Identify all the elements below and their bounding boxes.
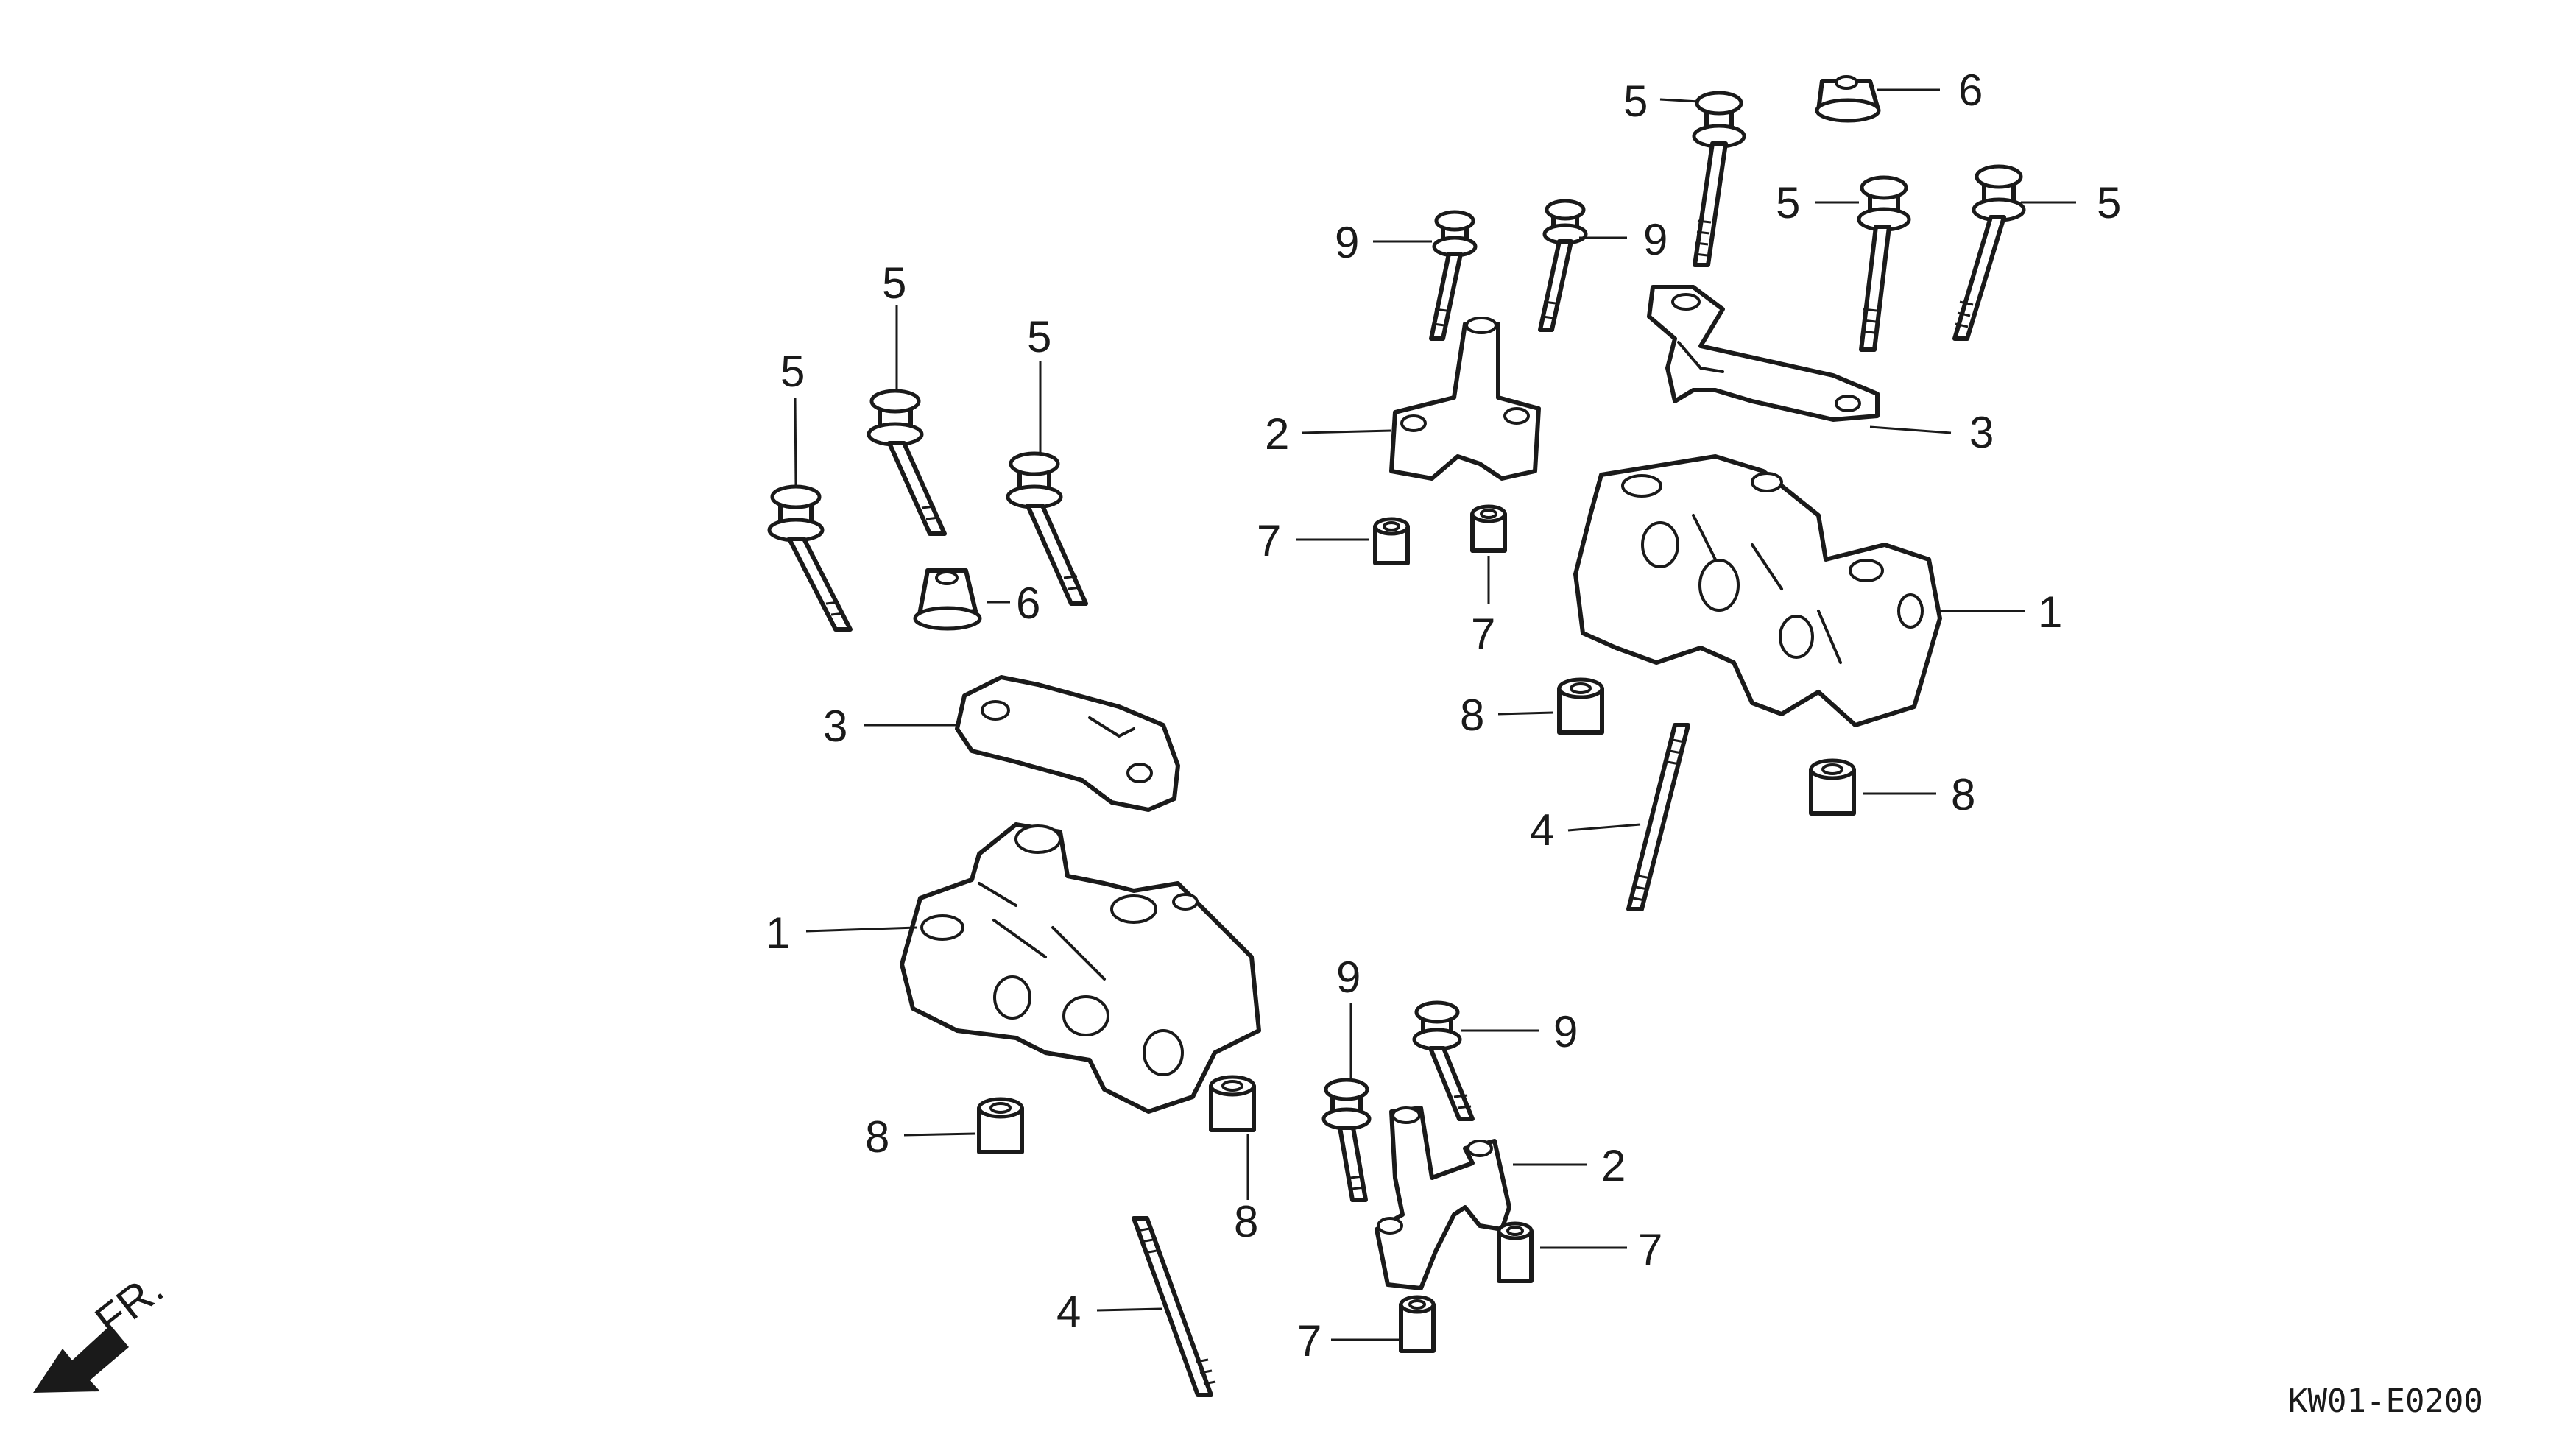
- flange-bolt-left-a: [767, 484, 853, 632]
- callout-lower-seven-a: 7: [1638, 1225, 1662, 1274]
- stud-bolt-right: [1626, 723, 1690, 911]
- callout-right-five-b: 5: [1776, 178, 1800, 227]
- callout-lower-seven-b: 7: [1297, 1316, 1321, 1366]
- flange-nut-left: [913, 568, 982, 631]
- flange-bolt-nine-lower-b: [1412, 1000, 1475, 1121]
- rocker-shaft-holder-right: [1389, 317, 1541, 481]
- callout-right-five-c: 5: [2097, 178, 2121, 227]
- valve-guide-plate-right: [1647, 285, 1880, 422]
- flange-bolt-right-b: [1857, 175, 1911, 352]
- callout-left-eight-b: 8: [1234, 1197, 1258, 1246]
- callout-lower-nine-b: 9: [1553, 1007, 1578, 1056]
- front-direction-label: FR.: [86, 1263, 172, 1346]
- dowel-pin-right-b: [1470, 504, 1507, 553]
- callout-right-three: 3: [1969, 408, 1994, 457]
- flange-bolt-nine-lower-a: [1321, 1078, 1372, 1202]
- callout-left-eight-a: 8: [865, 1112, 889, 1162]
- dowel-pin-right-a: [1373, 517, 1410, 565]
- dowel-sleeve-left-b: [1209, 1075, 1256, 1132]
- flange-bolt-nine-right-b: [1538, 199, 1588, 332]
- callout-right-one: 1: [2038, 587, 2062, 637]
- callout-lower-nine-a: 9: [1336, 953, 1361, 1002]
- flange-bolt-nine-right-a: [1429, 210, 1478, 341]
- callout-right-nine-b: 9: [1643, 215, 1668, 264]
- callout-right-eight-b: 8: [1951, 770, 1975, 819]
- callout-right-seven-a: 7: [1257, 516, 1281, 565]
- dowel-sleeve-right-b: [1809, 758, 1856, 816]
- callout-right-eight-a: 8: [1460, 690, 1484, 740]
- front-direction-arrow: FR.: [33, 1263, 172, 1393]
- flange-bolt-right-c: [1952, 164, 2026, 341]
- flange-bolt-right-a: [1692, 91, 1746, 267]
- callout-left-six: 6: [1016, 579, 1040, 628]
- callout-left-three: 3: [823, 702, 847, 751]
- callout-right-four: 4: [1530, 805, 1554, 855]
- dowel-sleeve-right-a: [1557, 677, 1604, 735]
- dowel-pin-lower-a: [1497, 1221, 1534, 1283]
- callout-lower-two: 2: [1601, 1141, 1626, 1190]
- rocker-arm-holder-left: [900, 822, 1261, 1114]
- dowel-pin-lower-b: [1399, 1295, 1436, 1353]
- rocker-arm-holder-right: [1573, 454, 1942, 727]
- flange-nut-right: [1815, 75, 1881, 123]
- callout-right-seven-b: 7: [1471, 610, 1495, 659]
- callout-left-five-a: 5: [780, 347, 805, 396]
- callout-left-four: 4: [1056, 1287, 1081, 1336]
- flange-bolt-left-b: [867, 389, 947, 536]
- rocker-shaft-holder-lower: [1375, 1106, 1511, 1290]
- callout-left-five-b: 5: [882, 258, 906, 308]
- drawing-code: KW01-E0200: [2288, 1382, 2483, 1420]
- callout-right-two: 2: [1265, 409, 1289, 459]
- stud-bolt-left: [1132, 1216, 1216, 1397]
- callout-right-six: 6: [1958, 66, 1983, 115]
- callout-left-one: 1: [766, 908, 790, 958]
- leader-lines: [794, 88, 2076, 1341]
- callout-right-nine-a: 9: [1335, 218, 1359, 267]
- flange-bolt-left-c: [1006, 451, 1088, 606]
- callout-right-five-a: 5: [1623, 77, 1648, 126]
- callout-left-five-c: 5: [1027, 312, 1051, 361]
- valve-guide-plate-left: [955, 675, 1180, 812]
- dowel-sleeve-left-a: [977, 1097, 1024, 1154]
